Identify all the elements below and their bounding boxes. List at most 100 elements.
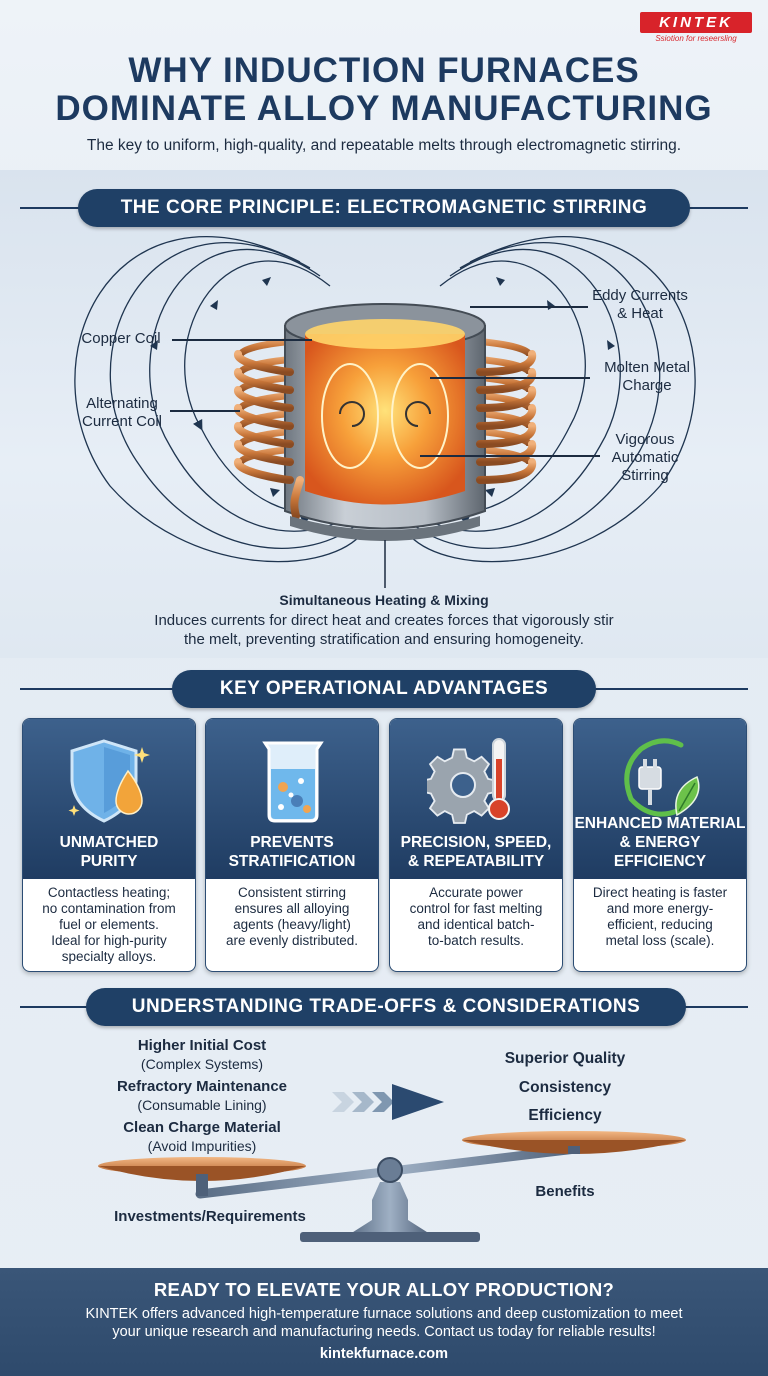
card-body-line: fuel or elements. bbox=[59, 917, 159, 932]
card-title-purity: UNMATCHED PURITY bbox=[23, 833, 195, 871]
advantages-section-title: KEY OPERATIONAL ADVANTAGES bbox=[172, 670, 596, 708]
leader-alternating-coil bbox=[170, 410, 240, 412]
card-body-line: agents (heavy/light) bbox=[233, 917, 351, 932]
cost-title: Higher Initial Cost bbox=[137, 1037, 267, 1054]
leader-vigorous-stirring bbox=[420, 455, 600, 457]
rule-left bbox=[20, 207, 80, 209]
card-body-precision: Accurate power control for fast melting … bbox=[390, 879, 562, 955]
core-caption: Induces currents for direct heat and cre… bbox=[100, 611, 668, 649]
stirring-loops bbox=[321, 363, 449, 469]
card-body-line: specialty alloys. bbox=[61, 949, 157, 964]
card-body-line: ensures all alloying bbox=[234, 901, 350, 916]
rule-right bbox=[688, 207, 748, 209]
label-molten-line2: Charge bbox=[622, 377, 672, 394]
card-body-purity: Contactless heating; no contamination fr… bbox=[23, 879, 195, 971]
leader-molten-metal bbox=[430, 377, 590, 379]
cost-title: Refractory Maintenance bbox=[116, 1078, 288, 1095]
card-title-precision: PRECISION, SPEED, & REPEATABILITY bbox=[390, 833, 562, 871]
cost-subtitle: (Complex Systems) bbox=[140, 1056, 264, 1072]
cost-subtitle: (Avoid Impurities) bbox=[147, 1138, 257, 1154]
right-pan bbox=[462, 1131, 686, 1154]
cta-body-line2: your unique research and manufacturing n… bbox=[112, 1324, 656, 1340]
magnetic-field-lines bbox=[74, 236, 696, 563]
card-body-line: Ideal for high-purity bbox=[51, 933, 167, 948]
left-pan bbox=[98, 1157, 306, 1196]
cta-heading: READY TO ELEVATE YOUR ALLOY PRODUCTION? bbox=[153, 1279, 615, 1300]
card-title-stratification: PREVENTS STRATIFICATION bbox=[206, 833, 378, 871]
cost-item: Higher Initial Cost (Complex Systems) bbox=[100, 1036, 304, 1074]
crucible bbox=[284, 303, 486, 530]
plug-leaf-icon bbox=[624, 738, 700, 817]
gear-thermometer-icon bbox=[427, 738, 510, 824]
card-body-line: control for fast melting bbox=[409, 901, 543, 916]
label-eddy-line1: Eddy Currents bbox=[592, 287, 688, 304]
advantage-card-purity: UNMATCHED PURITY Contactless heating; no… bbox=[22, 718, 196, 972]
card-body-line: to-batch results. bbox=[427, 933, 525, 948]
rule-left bbox=[20, 1006, 90, 1008]
label-alternating-line2: Current Coil bbox=[81, 413, 163, 430]
card-body-line: metal loss (scale). bbox=[605, 933, 715, 948]
advantage-card-stratification: PREVENTS STRATIFICATION Consistent stirr… bbox=[205, 718, 379, 972]
advantage-card-efficiency: ENHANCED MATERIAL & ENERGY EFFICIENCY Di… bbox=[573, 718, 747, 972]
label-alternating-coil: Alternating Current Coil bbox=[60, 395, 184, 431]
rule-right bbox=[590, 688, 748, 690]
advantage-card-precision: PRECISION, SPEED, & REPEATABILITY Accura… bbox=[389, 718, 563, 972]
card-title-line2: & REPEATABILITY bbox=[407, 853, 545, 870]
shield-drop-icon bbox=[68, 739, 150, 823]
label-eddy-line2: & Heat bbox=[617, 305, 663, 322]
card-body-stratification: Consistent stirring ensures all alloying… bbox=[206, 879, 378, 955]
title-line-2: DOMINATE ALLOY MANUFACTURING bbox=[55, 89, 713, 128]
brand-name: KINTEK bbox=[640, 12, 752, 33]
core-caption-title: Simultaneous Heating & Mixing bbox=[279, 592, 489, 608]
label-eddy-currents: Eddy Currents & Heat bbox=[580, 287, 700, 323]
brand-logo: KINTEK Ssiotion for reseersling bbox=[640, 12, 752, 43]
card-title-efficiency: ENHANCED MATERIAL & ENERGY EFFICIENCY bbox=[574, 814, 746, 871]
card-title-line1: PREVENTS bbox=[250, 834, 334, 851]
benefit-item: Consistency bbox=[518, 1079, 612, 1096]
cost-item: Refractory Maintenance (Consumable Linin… bbox=[100, 1077, 304, 1115]
label-alternating-line1: Alternating bbox=[86, 395, 158, 412]
card-body-line: are evenly distributed. bbox=[225, 933, 359, 948]
label-molten-line1: Molten Metal bbox=[604, 359, 690, 376]
card-body-line: and identical batch- bbox=[417, 917, 535, 932]
cta-body-line1: KINTEK offers advanced high-temperature … bbox=[85, 1306, 683, 1322]
core-section-title: THE CORE PRINCIPLE: ELECTROMAGNETIC STIR… bbox=[78, 189, 690, 227]
field-arrows bbox=[150, 277, 615, 525]
benefits-label: Benefits bbox=[535, 1183, 595, 1200]
beaker-icon bbox=[262, 741, 324, 823]
card-body-line: no contamination from bbox=[42, 901, 176, 916]
label-copper-coil: Copper Coil bbox=[81, 330, 161, 347]
title-line-1: WHY INDUCTION FURNACES bbox=[128, 51, 640, 90]
cost-subtitle: (Consumable Lining) bbox=[137, 1097, 267, 1113]
card-title-line2: PURITY bbox=[80, 853, 138, 870]
tradeoffs-section-header: UNDERSTANDING TRADE-OFFS & CONSIDERATION… bbox=[0, 988, 768, 1026]
cta-body: KINTEK offers advanced high-temperature … bbox=[0, 1305, 768, 1341]
card-title-line2: & ENERGY EFFICIENCY bbox=[613, 834, 707, 870]
card-body-line: Contactless heating; bbox=[47, 885, 171, 900]
card-body-line: Consistent stirring bbox=[237, 885, 347, 900]
arrow-icon bbox=[332, 1084, 444, 1120]
card-title-line1: PRECISION, SPEED, bbox=[400, 834, 552, 851]
tradeoffs-section-title: UNDERSTANDING TRADE-OFFS & CONSIDERATION… bbox=[86, 988, 686, 1026]
cost-title: Clean Charge Material bbox=[123, 1119, 281, 1136]
cost-item: Clean Charge Material (Avoid Impurities) bbox=[100, 1118, 304, 1156]
induction-furnace-diagram bbox=[74, 236, 696, 588]
label-vigorous-stirring: Vigorous Automatic Stirring bbox=[590, 431, 700, 485]
leader-eddy-currents bbox=[470, 306, 588, 308]
leader-copper-coil bbox=[172, 339, 312, 341]
page-title: WHY INDUCTION FURNACES DOMINATE ALLOY MA… bbox=[0, 52, 768, 128]
brand-tagline: Ssiotion for reseersling bbox=[655, 34, 737, 43]
card-title-line1: UNMATCHED bbox=[59, 834, 159, 851]
cta-footer: READY TO ELEVATE YOUR ALLOY PRODUCTION? … bbox=[0, 1268, 768, 1376]
rule-left bbox=[20, 688, 180, 690]
page-subtitle: The key to uniform, high-quality, and re… bbox=[86, 137, 682, 154]
card-body-line: Direct heating is faster bbox=[592, 885, 728, 900]
investments-label: Investments/Requirements bbox=[114, 1208, 306, 1225]
card-title-line2: STRATIFICATION bbox=[228, 853, 356, 870]
label-vigorous-line3: Stirring bbox=[621, 467, 669, 484]
benefit-item: Superior Quality bbox=[504, 1050, 626, 1067]
card-title-line1: ENHANCED MATERIAL bbox=[574, 815, 746, 832]
website-link[interactable]: kintekfurnace.com bbox=[319, 1346, 449, 1362]
label-molten-metal: Molten Metal Charge bbox=[584, 359, 710, 395]
balance-scale bbox=[98, 1084, 686, 1242]
